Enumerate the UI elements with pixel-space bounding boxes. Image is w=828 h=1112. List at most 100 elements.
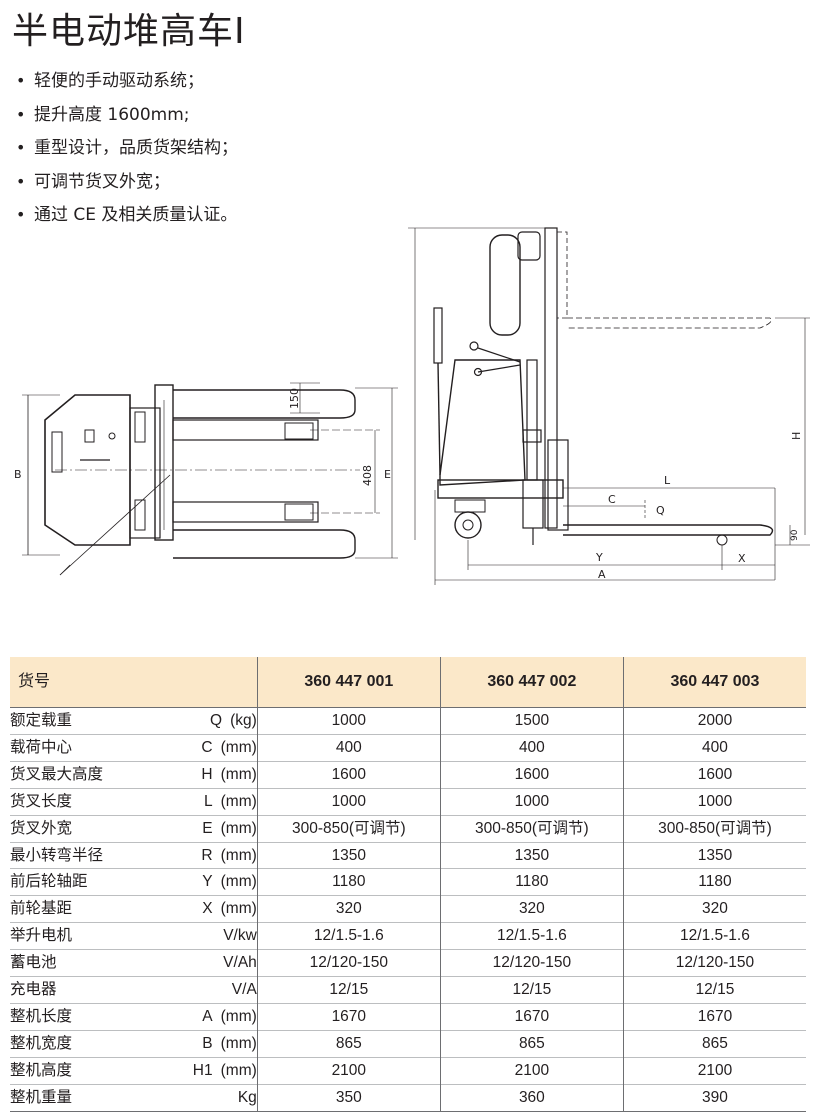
spec-value: 1670: [697, 1007, 733, 1025]
spec-unit-text: V/Ah: [223, 954, 257, 972]
dim-label-90: 90: [790, 529, 800, 541]
model-header: 360 447 003: [623, 657, 806, 708]
dim-label-e: E: [384, 468, 391, 481]
spec-name: 额定载重: [10, 712, 73, 729]
spec-name: 充电器: [10, 981, 57, 999]
dim-label-150: 150: [288, 388, 301, 409]
feature-item: •可调节货叉外宽；: [16, 165, 238, 199]
spec-value: 12/120-150: [440, 949, 624, 977]
spec-unit-text: Kg: [237, 1088, 257, 1106]
feature-text: 可调节货叉外宽；: [34, 171, 170, 192]
table-header-row: 货号 360 447 001 360 447 002 360 447 003: [10, 657, 806, 708]
spec-value: 865: [440, 1030, 624, 1058]
spec-name: 最小转弯半径: [10, 846, 104, 864]
spec-symbol: E: [202, 819, 213, 837]
spec-value: 1180: [698, 873, 732, 891]
spec-name: 前后轮轴距: [10, 873, 88, 891]
spec-value: 2100: [697, 1061, 733, 1079]
spec-name: 货叉长度: [10, 792, 73, 810]
spec-value: 12/15: [440, 976, 624, 1004]
spec-name: 举升电机: [10, 927, 73, 945]
spec-value: 1350: [697, 846, 733, 864]
spec-unit: Y(mm): [192, 868, 258, 896]
feature-text: 通过 CE 及相关质量认证。: [34, 205, 238, 225]
spec-unit-text: (mm): [220, 819, 257, 837]
feature-item: •轻便的手动驱动系统；: [16, 64, 238, 98]
spec-unit-text: (mm): [220, 873, 257, 891]
dim-label-h: H: [790, 432, 803, 440]
dim-label-a: A: [598, 568, 606, 581]
feature-text: 轻便的手动驱动系统；: [34, 71, 204, 91]
spec-unit: H (mm): [192, 761, 258, 789]
spec-symbol: X: [202, 900, 213, 918]
spec-unit-text: V/A: [231, 981, 257, 999]
spec-value: 12/15: [695, 981, 735, 999]
spec-name: 整机长度: [10, 1007, 73, 1025]
spec-value: 12/15: [257, 976, 441, 1004]
spec-name: 货叉外宽: [10, 819, 73, 837]
spec-value: 1180: [257, 868, 441, 896]
spec-value: 12/1.5-1.6: [440, 922, 624, 950]
spec-value: 12/1.5-1.6: [680, 927, 750, 945]
spec-value: 1500: [440, 707, 624, 735]
spec-unit-text: (mm): [220, 738, 257, 756]
bullet-icon: •: [16, 138, 26, 157]
spec-unit-text: V/kw: [223, 927, 257, 945]
spec-symbol: H1: [192, 1061, 213, 1079]
dim-label-x: X: [738, 552, 746, 565]
spec-symbol: C: [201, 738, 213, 756]
spec-unit: V/A: [192, 976, 258, 1004]
feature-item: •重型设计，品质货架结构；: [16, 131, 238, 165]
dim-label-c: C: [608, 493, 616, 506]
spec-unit: Kg: [192, 1084, 258, 1112]
spec-unit: Q(kg): [192, 707, 258, 735]
spec-value: 1600: [697, 765, 733, 783]
spec-value: 300-850(可调节): [257, 815, 441, 843]
spec-name: 整机高度: [10, 1061, 73, 1079]
spec-symbol: H: [201, 765, 213, 783]
spec-value: 390: [702, 1088, 728, 1106]
spec-value: 1000: [257, 707, 441, 735]
feature-text: 提升高度 1600mm;: [34, 104, 190, 125]
table-header-label: 货号: [10, 657, 258, 708]
spec-value: 2100: [440, 1057, 624, 1085]
spec-unit-text: (mm): [220, 765, 257, 783]
spec-name: 整机宽度: [10, 1034, 73, 1052]
spec-value: 12/120-150: [257, 949, 441, 977]
spec-value: 2100: [257, 1057, 441, 1085]
spec-unit: E (mm): [192, 815, 258, 843]
spec-unit: H1(mm): [192, 1057, 258, 1085]
spec-unit: C (mm): [192, 734, 258, 762]
spec-value: 1600: [440, 761, 624, 789]
spec-unit: V/kw: [192, 922, 258, 950]
spec-value: 1670: [257, 1003, 441, 1031]
spec-value: 400: [440, 734, 624, 762]
spec-value: 1180: [440, 868, 624, 896]
side-view-drawing: [408, 227, 810, 585]
dim-label-b: B: [14, 468, 22, 481]
spec-value: 300-850(可调节): [440, 815, 624, 843]
spec-unit-text: (mm): [220, 1007, 257, 1025]
spec-value: 320: [257, 895, 441, 923]
spec-value: 1600: [257, 761, 441, 789]
spec-unit-text: (mm): [220, 792, 257, 810]
spec-unit-text: (mm): [220, 846, 257, 864]
spec-name: 前轮基距: [10, 900, 73, 918]
spec-name: 货叉最大高度: [10, 765, 104, 783]
spec-unit: A(mm): [192, 1003, 258, 1031]
spec-value: 1350: [257, 842, 441, 869]
spec-unit: V/Ah: [192, 949, 258, 977]
spec-name: 蓄电池: [10, 954, 57, 972]
spec-value: 1000: [697, 792, 733, 810]
feature-item: •通过 CE 及相关质量认证。: [16, 198, 238, 232]
technical-drawings: B E 150 408: [14, 227, 810, 585]
dim-label-l: L: [664, 474, 671, 487]
spec-value: 12/120-150: [675, 954, 755, 972]
